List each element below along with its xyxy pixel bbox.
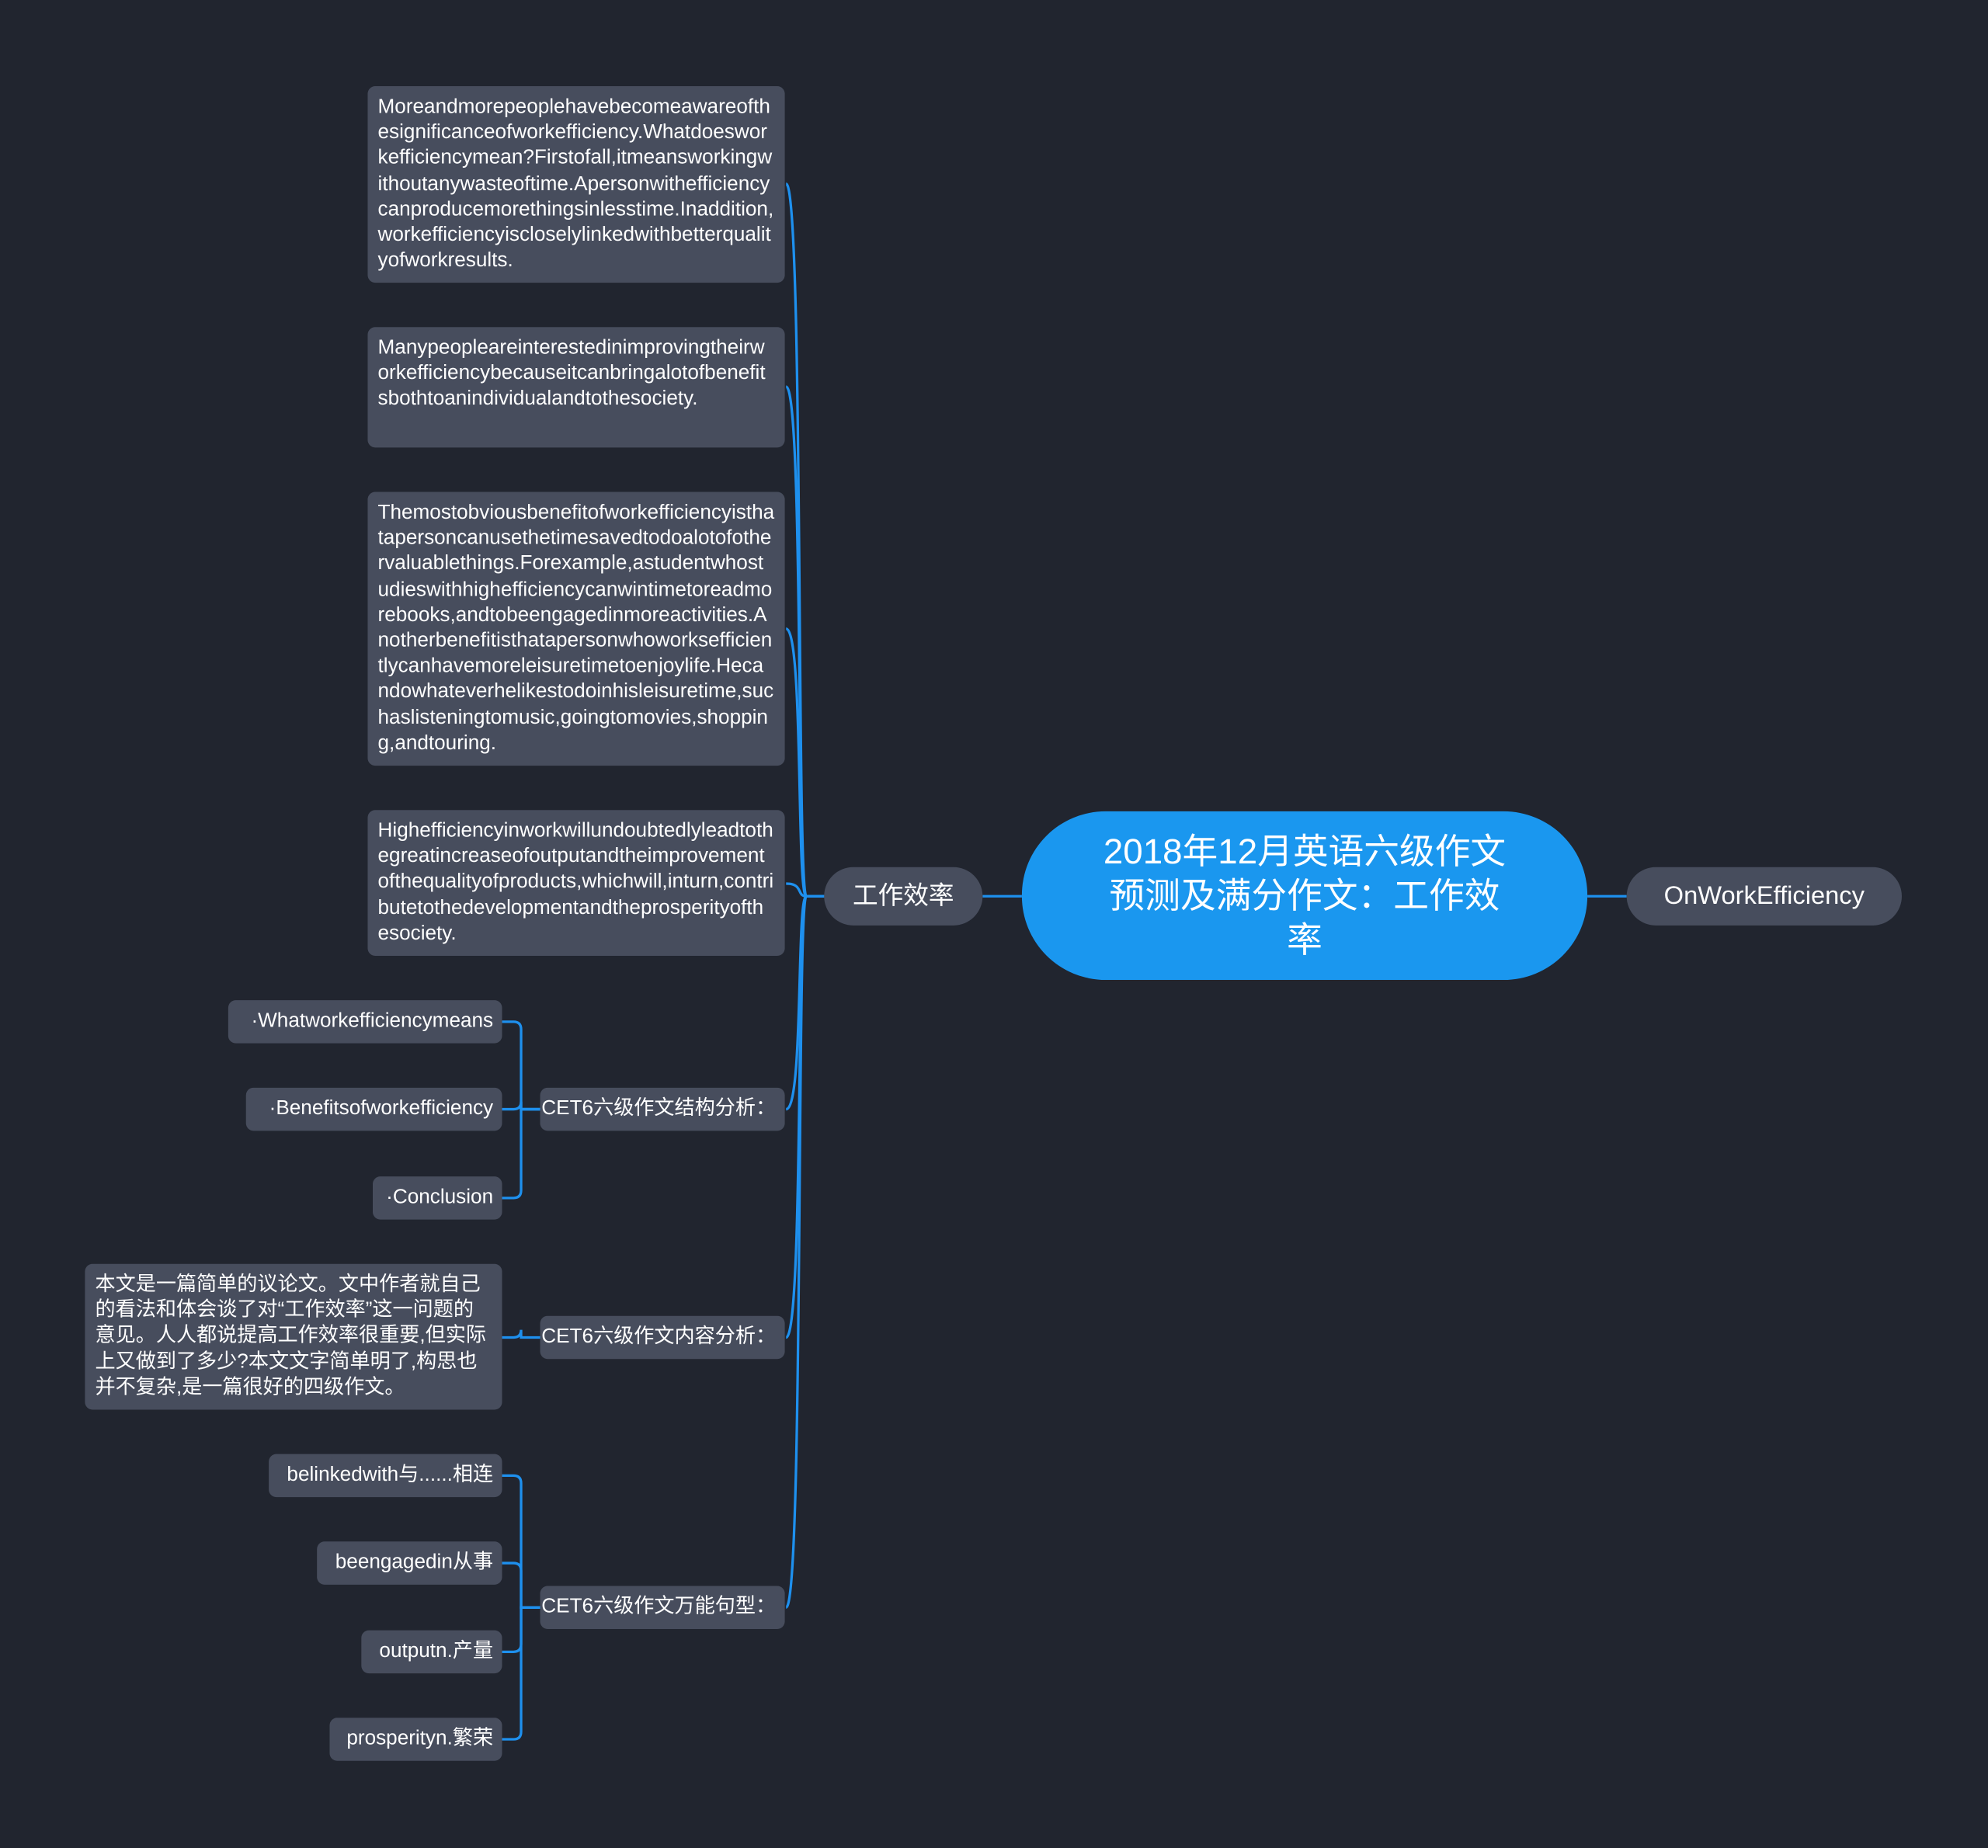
- connector-phrase-0: [502, 1474, 540, 1609]
- paragraph-node-3[interactable]: Themostobviousbenefitofworkefficiencyist…: [367, 492, 785, 766]
- paragraph-node-4[interactable]: Highefficiencyinworkwillundoubtedlyleadt…: [367, 810, 785, 957]
- phrase-item-1[interactable]: belinkedwith与......相连: [269, 1454, 502, 1498]
- connector-content-0: [502, 1329, 540, 1339]
- structure-item-1[interactable]: ·Whatworkefficiencymeans: [228, 1000, 502, 1044]
- structure-analysis-node[interactable]: CET6六级作文结构分析：: [540, 1087, 785, 1131]
- connector-structure-0: [502, 1020, 540, 1111]
- connector-phrase-3: [502, 1606, 540, 1741]
- connector-phrase-1: [502, 1561, 540, 1609]
- phrase-item-2[interactable]: beengagedin从事: [317, 1541, 502, 1585]
- phrases-node[interactable]: CET6六级作文万能句型：: [540, 1586, 785, 1629]
- structure-item-2[interactable]: ·Benefitsofworkefficiency: [245, 1087, 502, 1131]
- structure-item-3[interactable]: ·Conclusion: [372, 1176, 502, 1220]
- paragraph-node-1[interactable]: Moreandmorepeoplehavebecomeawareofthesig…: [367, 86, 785, 283]
- connector-structure-2: [502, 1107, 540, 1200]
- work-efficiency-branch[interactable]: 工作效率: [824, 867, 983, 926]
- on-work-efficiency-branch[interactable]: OnWorkEfficiency: [1626, 867, 1902, 926]
- phrase-item-3[interactable]: outputn.产量: [361, 1630, 502, 1674]
- paragraph-node-2[interactable]: Manypeopleareinterestedinimprovingtheirw…: [367, 327, 785, 448]
- content-analysis-node[interactable]: CET6六级作文内容分析：: [540, 1315, 785, 1360]
- content-analysis-text[interactable]: 本文是一篇简单的议论文。文中作者就自己的看法和体会谈了对“工作效率”这一问题的意…: [85, 1263, 502, 1410]
- connector-branch-5: [784, 894, 825, 1339]
- phrase-item-4[interactable]: prosperityn.繁荣: [329, 1718, 502, 1761]
- connector-branch-2: [784, 627, 825, 898]
- connector-branch-0: [784, 182, 825, 898]
- connector-branch-6: [784, 894, 825, 1609]
- connector-branch-4: [785, 894, 825, 1111]
- connector-structure-1: [502, 1101, 540, 1111]
- root-topic[interactable]: 2018年12月英语六级作文预测及满分作文：工作效率: [1021, 811, 1588, 981]
- root-title: 2018年12月英语六级作文预测及满分作文：工作效率: [1103, 832, 1507, 960]
